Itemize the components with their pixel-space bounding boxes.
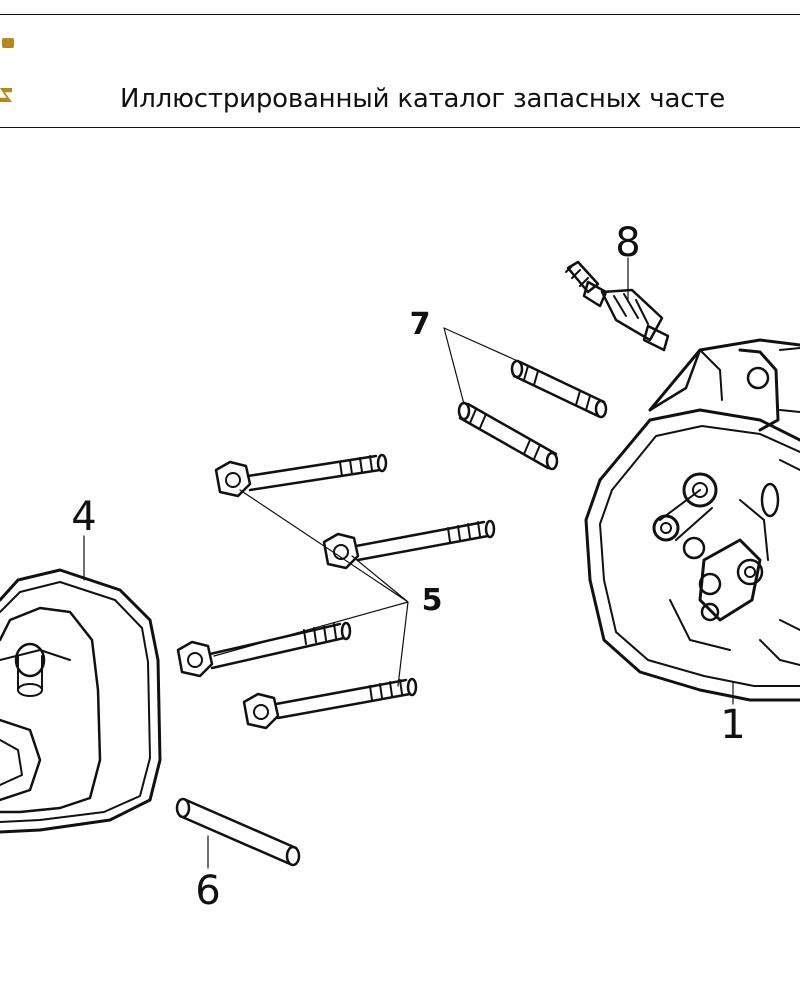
bolt-part xyxy=(214,453,388,498)
callout-number-8: 8 xyxy=(615,220,640,266)
exploded-parts-diagram: 4 6 8 1 7 5 xyxy=(0,220,800,914)
page-title: Иллюстрированный каталог запасных часте xyxy=(120,84,726,114)
callout-number-6: 6 xyxy=(195,868,220,914)
header-top-rule xyxy=(0,14,800,15)
bolt-part xyxy=(242,677,418,730)
stud-part xyxy=(510,359,608,419)
spark-plug-part xyxy=(565,260,670,352)
callout-number-7: 7 xyxy=(410,307,431,342)
catalog-header: Иллюстрированный каталог запасных часте xyxy=(0,0,800,128)
bolt-part xyxy=(322,519,496,570)
header-bottom-rule xyxy=(0,127,800,128)
leader-lines xyxy=(83,257,734,869)
bolt-part xyxy=(176,621,352,678)
cylinder-head-part xyxy=(584,338,800,702)
dowel-pin-part xyxy=(175,797,301,867)
callout-number-4: 4 xyxy=(71,494,96,540)
valve-cover-part xyxy=(0,568,162,834)
brand-mark-icon xyxy=(0,88,12,102)
callout-number-5: 5 xyxy=(422,583,443,618)
stud-part xyxy=(457,401,559,471)
brand-logo-icon xyxy=(2,38,14,48)
callout-number-1: 1 xyxy=(720,702,745,748)
